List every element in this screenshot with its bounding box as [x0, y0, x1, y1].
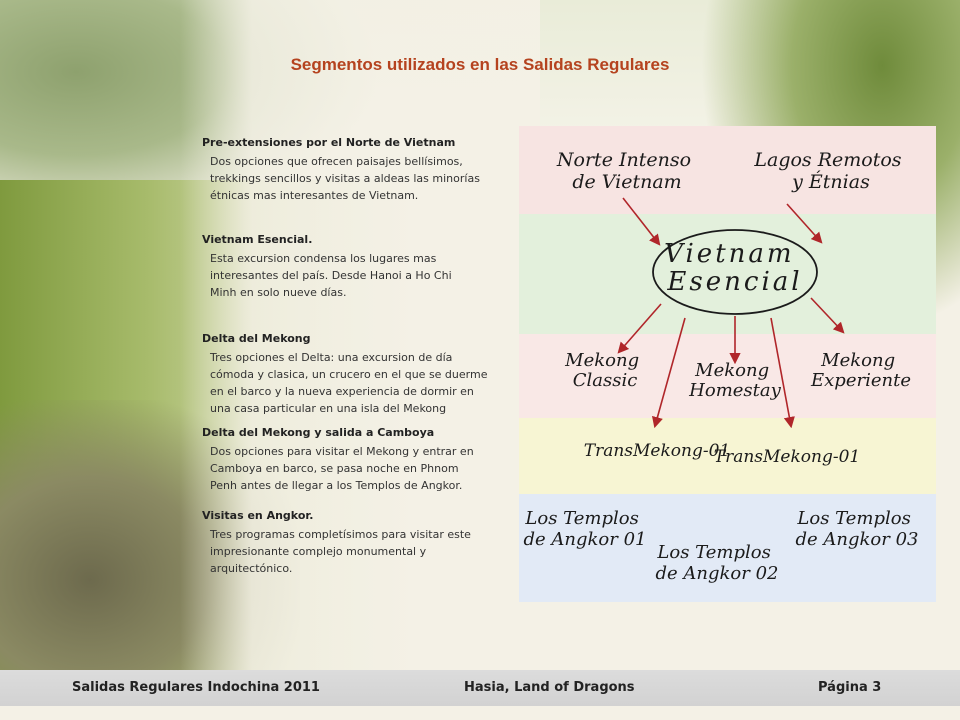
footer-bar: Salidas Regulares Indochina 2011 Hasia, …: [0, 670, 960, 706]
section-body: Dos opciones para visitar el Mekong y en…: [210, 445, 474, 492]
label-lagos-remotos: Lagos Remotos y Étnias: [753, 149, 907, 193]
label-mekong-experiente: Mekong Experiente: [810, 350, 911, 391]
band-angkor: [519, 494, 936, 602]
arrows: [617, 197, 845, 429]
band-north: [519, 126, 936, 214]
section-body: Tres opciones el Delta: una excursion de…: [210, 351, 488, 415]
page-title: Segmentos utilizados en las Salidas Regu…: [290, 55, 670, 74]
section-heading: Pre-extensiones por el Norte de Vietnam: [202, 136, 456, 149]
footer-center: Hasia, Land of Dragons: [464, 680, 635, 695]
footer-page: Página 3: [818, 680, 882, 695]
center-ellipse: [652, 229, 818, 315]
section-heading: Vietnam Esencial.: [202, 233, 313, 246]
section-heading: Delta del Mekong: [202, 332, 311, 345]
section-heading: Delta del Mekong y salida a Camboya: [202, 426, 435, 439]
label-templos-01: Los Templos de Angkor 01: [524, 508, 647, 550]
diagram-drawing: Norte Intenso de Vietnam Lagos Remotos y…: [524, 149, 919, 584]
segments-diagram: Norte Intenso de Vietnam Lagos Remotos y…: [519, 126, 936, 602]
section-camboya: Delta del Mekong y salida a Camboya Dos …: [202, 426, 512, 494]
label-mekong-classic: Mekong Classic: [564, 350, 645, 391]
label-mekong-homestay: Mekong Homestay: [688, 360, 781, 401]
section-angkor: Visitas en Angkor. Tres programas comple…: [202, 509, 512, 577]
band-transmekong: [519, 418, 936, 494]
arrow-center-to-trans1: [652, 317, 686, 429]
section-body: Esta excursion condensa los lugares mas …: [210, 252, 452, 299]
arrow-north2-to-center: [786, 203, 823, 244]
label-norte-intenso: Norte Intenso de Vietnam: [556, 149, 697, 193]
label-templos-02: Los Templos de Angkor 02: [656, 542, 779, 584]
label-templos-03: Los Templos de Angkor 03: [796, 508, 919, 550]
arrow-center-to-classic: [617, 303, 662, 354]
label-transmekong-2: TransMekong-01: [714, 447, 860, 467]
arrow-center-to-trans2: [770, 317, 795, 429]
section-mekong: Delta del Mekong Tres opciones el Delta:…: [202, 332, 512, 417]
label-transmekong-1: TransMekong-01: [584, 441, 730, 461]
arrow-center-to-experiente: [810, 297, 845, 334]
arrow-north1-to-center: [622, 197, 661, 246]
band-mekong: [519, 334, 936, 418]
section-heading: Visitas en Angkor.: [202, 509, 314, 522]
section-body: Dos opciones que ofrecen paisajes bellís…: [210, 155, 480, 202]
section-esencial: Vietnam Esencial. Esta excursion condens…: [202, 233, 512, 301]
section-body: Tres programas completísimos para visita…: [210, 528, 471, 575]
section-north: Pre-extensiones por el Norte de Vietnam …: [202, 136, 512, 204]
label-vietnam-esencial: Vietnam Esencial: [664, 239, 806, 297]
footer-left: Salidas Regulares Indochina 2011: [72, 680, 320, 695]
